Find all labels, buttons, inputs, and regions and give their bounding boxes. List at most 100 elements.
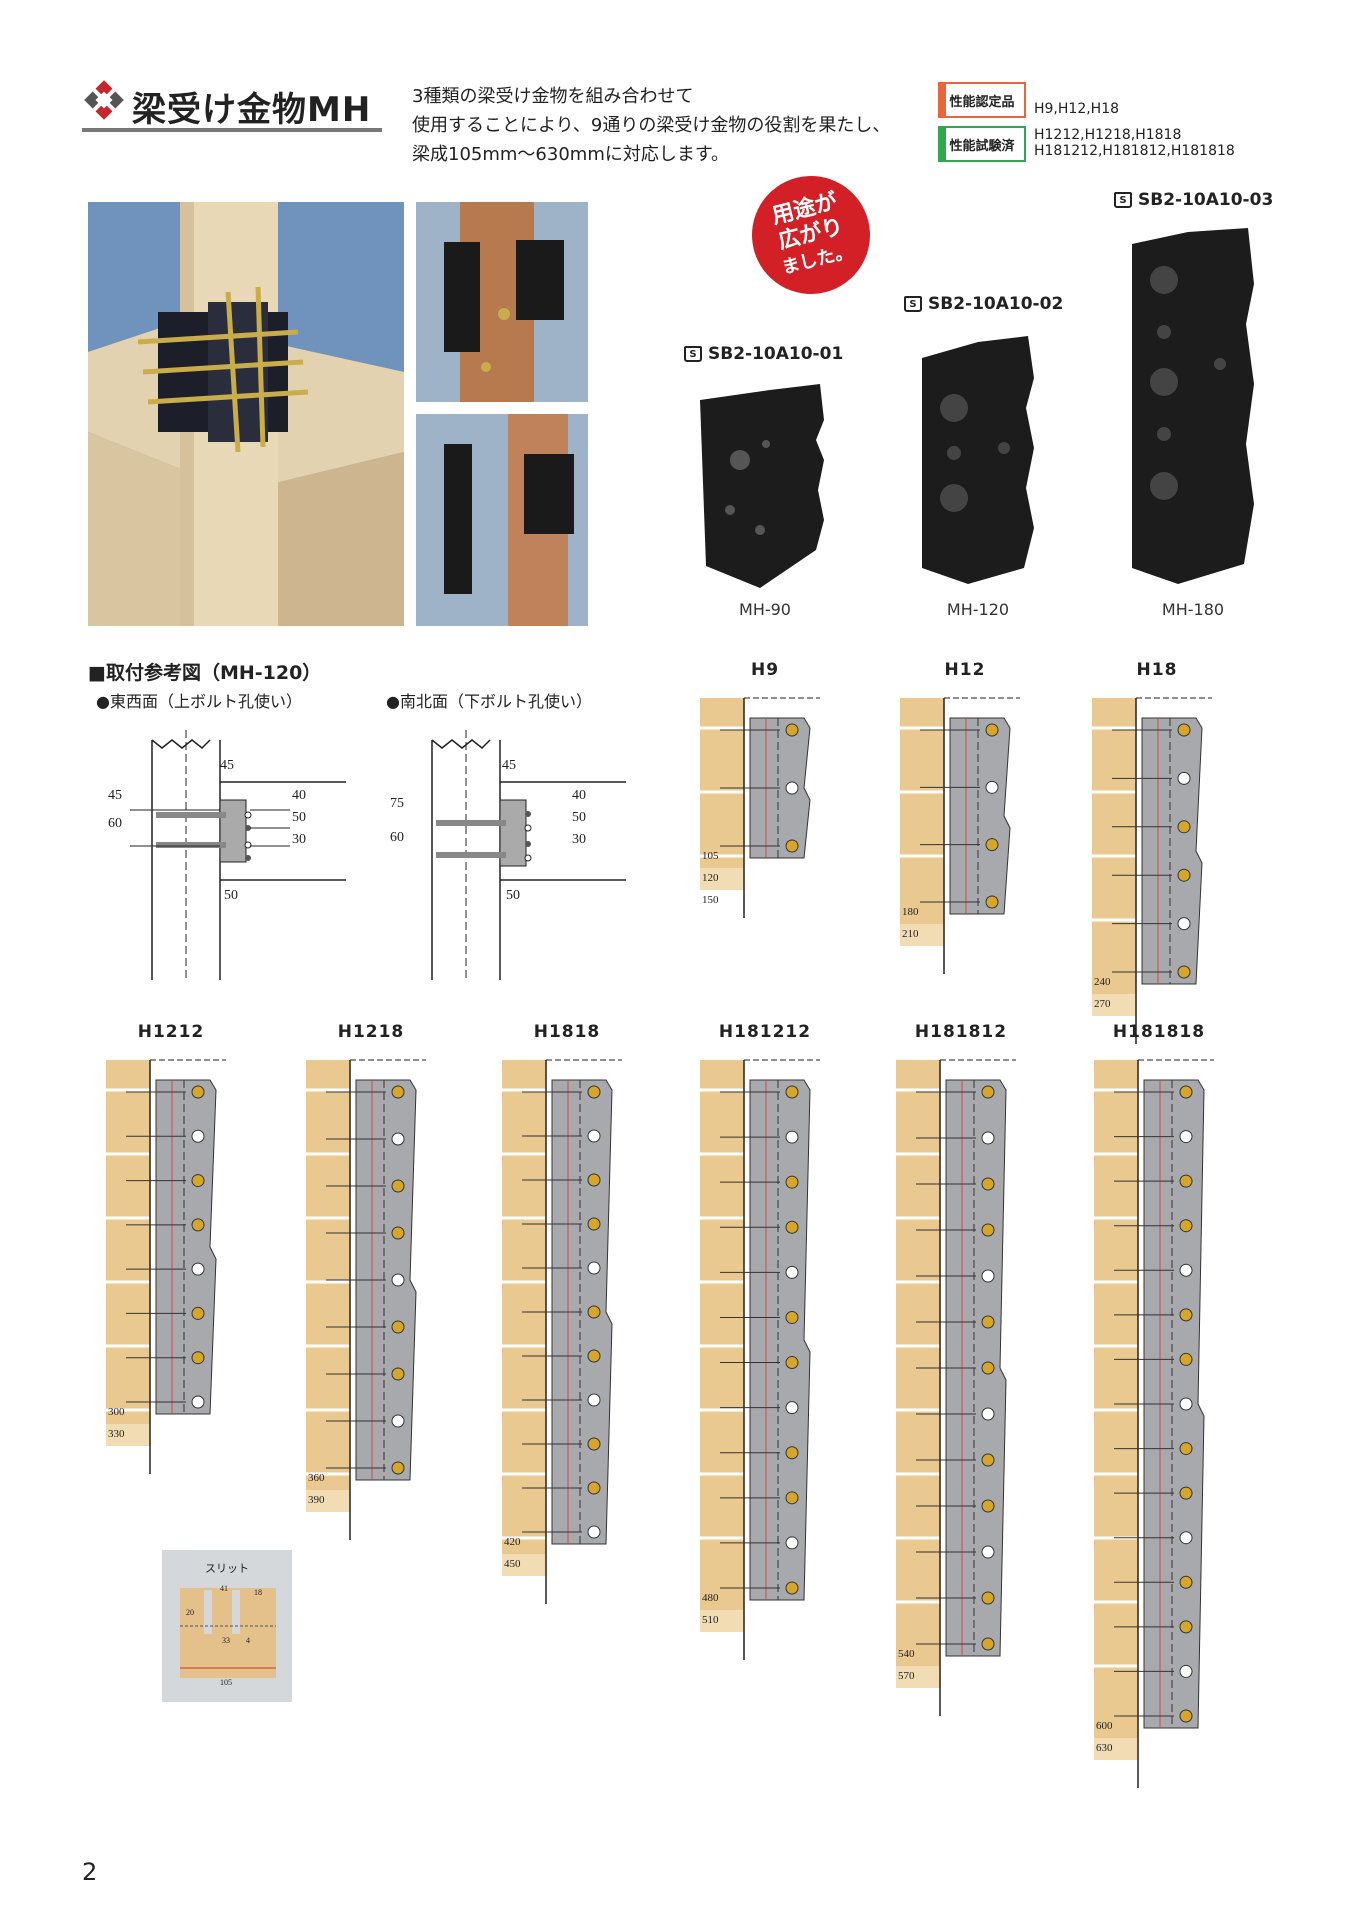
beam-height-label: 150 (702, 894, 719, 906)
dim-label: 30 (572, 832, 586, 847)
beam-height-label: 420 (504, 1536, 521, 1548)
beam-height-label: 540 (898, 1648, 915, 1660)
dim-label: 33 (222, 1636, 230, 1645)
dim-label: 4 (246, 1636, 250, 1645)
product-code-text: SB2-10A10-03 (1138, 190, 1274, 210)
config-diagram-h1818: H1818 420 450 (502, 1022, 672, 1616)
brand-logo-icon (84, 80, 124, 120)
config-label: H9 (750, 660, 780, 680)
product-code-mh120: S SB2-10A10-02 (904, 294, 1063, 314)
product-code-mh90: S SB2-10A10-01 (684, 344, 843, 364)
config-diagram-h9: H9 105 120 150 (700, 660, 870, 930)
dim-label: 50 (224, 888, 238, 903)
config-drawing (1094, 1059, 1214, 1788)
s-mark-icon: S (904, 296, 922, 312)
dim-label: 40 (292, 788, 306, 803)
reference-section-title: ■取付参考図（MH-120） (88, 662, 322, 684)
cert-label: 性能試験済 (938, 126, 1026, 162)
config-label: H18 (1136, 660, 1178, 680)
s-mark-icon: S (684, 346, 702, 362)
dim-label: 50 (292, 810, 306, 825)
config-drawing (700, 697, 820, 918)
slit-detail: スリット 41 18 20 33 4 105 (162, 1550, 292, 1702)
beam-height-label: 120 (702, 872, 719, 884)
intro-line: 使用することにより、9通りの梁受け金物の役割を果たし、 (412, 115, 891, 136)
config-drawing (896, 1059, 1016, 1716)
config-diagram-h1218: H1218 360 390 (306, 1022, 476, 1552)
dim-label: 75 (390, 796, 404, 811)
east-west-title: ●東西面（上ボルト孔使い） (96, 692, 302, 711)
north-south-title: ●南北面（下ボルト孔使い） (386, 692, 592, 711)
intro-line: 3種類の梁受け金物を組み合わせて (412, 86, 694, 107)
product-name-mh180: MH-180 (1161, 600, 1225, 619)
installation-photo-main (88, 202, 404, 626)
dim-label: 41 (220, 1584, 228, 1593)
config-drawing (1092, 697, 1212, 1044)
dim-label: 45 (108, 788, 122, 803)
product-code-mh180: S SB2-10A10-03 (1114, 190, 1273, 210)
dim-label: 50 (572, 810, 586, 825)
dim-label: 40 (572, 788, 586, 803)
config-label: H181212 (718, 1022, 812, 1042)
config-label: H181818 (1112, 1022, 1206, 1042)
beam-height-label: 210 (902, 928, 919, 940)
beam-height-label: 330 (108, 1428, 125, 1440)
page-header: 梁受け金物MH (82, 76, 382, 136)
config-diagram-h12: H12 180 210 (900, 660, 1070, 986)
cert-value-line2: H181212,H181812,H181818 (1034, 143, 1235, 159)
config-drawing (306, 1059, 426, 1540)
installation-photo-bottom (416, 414, 588, 626)
beam-height-label: 105 (702, 850, 719, 862)
dim-label: 45 (502, 758, 516, 773)
dim-label: 18 (254, 1588, 262, 1597)
beam-height-label: 450 (504, 1558, 521, 1570)
config-drawing (900, 697, 1020, 974)
beam-height-label: 360 (308, 1472, 325, 1484)
product-code-text: SB2-10A10-01 (708, 344, 844, 364)
config-diagram-h181812: H181812 540 570 (896, 1022, 1066, 1728)
cert-label: 性能認定品 (938, 82, 1026, 118)
config-label: H181812 (914, 1022, 1008, 1042)
slit-title: スリット (205, 1562, 249, 1575)
dim-label: 60 (390, 830, 404, 845)
north-south-drawing: 45 75 60 40 50 30 50 (380, 730, 630, 980)
beam-height-label: 510 (702, 1614, 719, 1626)
beam-height-label: 570 (898, 1670, 915, 1682)
dim-label: 45 (220, 758, 234, 773)
page-title: 梁受け金物MH (132, 90, 372, 130)
cert-performance-tested: 性能試験済 H1212,H1218,H1818 H181212,H181812,… (938, 126, 1278, 166)
east-west-drawing: 45 45 60 40 50 30 50 (100, 730, 350, 980)
dim-label: 30 (292, 832, 306, 847)
beam-height-label: 600 (1096, 1720, 1113, 1732)
installation-photo-top (416, 202, 588, 402)
dim-label: 60 (108, 816, 122, 831)
config-drawing (106, 1059, 226, 1474)
feature-badge: 用途が 広がり ました。 (739, 163, 883, 307)
s-mark-icon: S (1114, 192, 1132, 208)
config-drawing (700, 1059, 820, 1660)
intro-line: 梁成105mm〜630mmに対応します。 (412, 144, 730, 165)
config-diagram-h1212: H1212 300 330 (106, 1022, 276, 1486)
intro-text: 3種類の梁受け金物を組み合わせて 使用することにより、9通りの梁受け金物の役割を… (412, 82, 890, 169)
beam-height-label: 390 (308, 1494, 325, 1506)
beam-height-label: 240 (1094, 976, 1111, 988)
title-underline (82, 128, 382, 132)
config-diagram-h18: H18 240 270 (1092, 660, 1262, 1056)
dim-label: 50 (506, 888, 520, 903)
beam-height-label: 300 (108, 1406, 125, 1418)
product-name-mh90: MH-90 (739, 600, 791, 619)
beam-height-label: 630 (1096, 1742, 1113, 1754)
config-label: H1218 (337, 1022, 405, 1042)
config-label: H1212 (137, 1022, 205, 1042)
page-number: 2 (82, 1858, 98, 1886)
beam-height-label: 270 (1094, 998, 1111, 1010)
dim-label: 20 (186, 1608, 194, 1617)
beam-height-label: 180 (902, 906, 919, 918)
config-label: H1818 (533, 1022, 601, 1042)
config-drawing (502, 1059, 622, 1604)
product-image-mh90 (700, 384, 824, 588)
config-label: H12 (944, 660, 986, 680)
product-name-mh120: MH-120 (946, 600, 1010, 619)
config-diagram-h181818: H181818 600 630 (1094, 1022, 1264, 1800)
